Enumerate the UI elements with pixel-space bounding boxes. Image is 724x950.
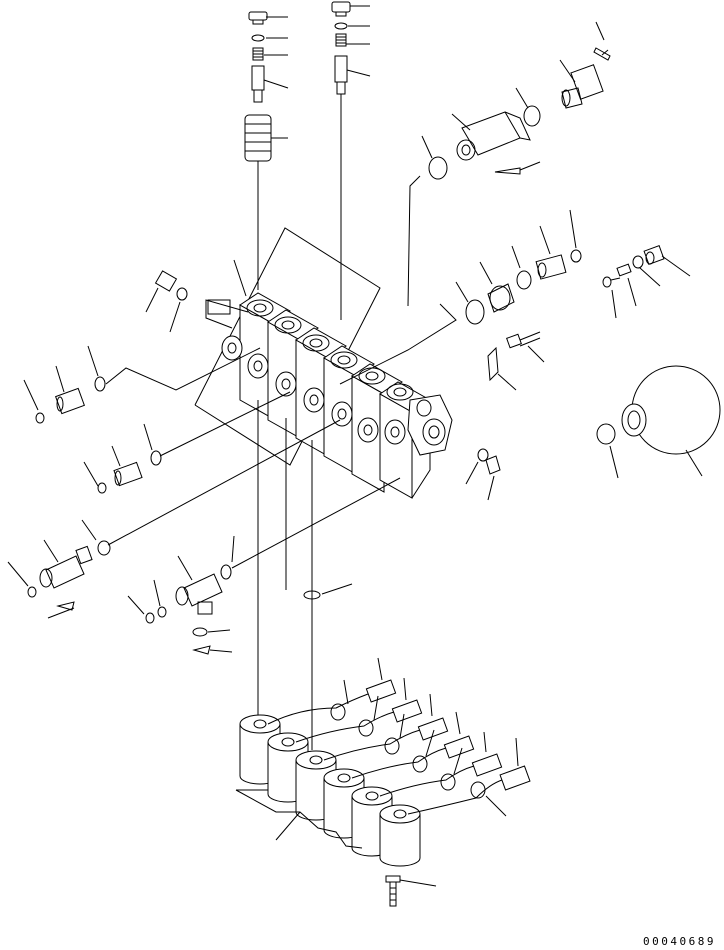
leader-body-left [206,300,248,328]
o-ring-bottom-a [193,628,207,636]
drawing-number: 00040689 [643,935,716,948]
o-ring-left-top [252,35,264,41]
o-ring-right-top [335,23,347,29]
end-block [408,395,452,455]
connector-6 [408,738,530,816]
far-right-fittings [603,246,690,318]
small-spring [617,264,631,276]
pressure-switch-upper [516,22,610,126]
o-ring-elbow-2 [221,565,231,579]
plug-far [644,246,664,265]
o-ring-elbow-1b [28,587,36,597]
o-ring-center [304,591,320,599]
accumulator [597,366,720,478]
o-ring-left-1b [36,413,44,423]
spring-left [253,48,263,60]
left-elbow-2 [128,478,400,654]
left-elbow-1 [8,420,340,618]
left-upper-fitting [146,271,187,332]
clip-bottom [194,646,210,654]
o-ring-elbow-1 [98,541,110,555]
pressure-switch [562,65,603,108]
left-fitting-2 [84,392,290,493]
o-ring-solenoid [429,157,447,179]
left-spool-stack [245,12,288,290]
elbow-fitting-2 [176,574,222,614]
clip [495,168,520,174]
adapter-2 [114,462,142,485]
fitting-right-mid [456,210,581,324]
o-ring-left-upper [177,288,187,300]
connector-2 [296,678,422,742]
piston-stack-left [245,115,271,161]
o-ring-left-1 [95,377,105,391]
connectors [268,658,530,816]
connector-3 [324,694,448,760]
clamp-4 [413,756,427,772]
spool-left [252,66,264,102]
washer-small [594,48,610,60]
clamp-3 [385,738,399,754]
bolt-mid [507,332,540,348]
solenoid-cartridge [422,112,540,179]
small-bolt [603,277,620,287]
o-ring-large-1 [466,300,484,324]
spring-right [336,34,346,46]
solenoid-coil-6 [380,805,420,866]
leader-vert [234,260,246,296]
o-ring-fitting-1 [517,271,531,289]
o-ring-left-2b [98,483,106,493]
elbow-fitting-1 [40,546,92,588]
leader-rear [408,176,420,306]
right-spool-stack [332,2,370,320]
clamp-5 [441,774,455,790]
o-ring-left-2 [151,451,161,465]
plug-left-upper [156,271,177,291]
plug-cap-left [249,12,267,24]
plug-small-body [486,456,500,474]
o-ring-accumulator [597,424,615,444]
o-ring-small-far [633,256,643,268]
connector-5 [380,732,502,796]
plate [488,348,498,380]
o-ring-elbow-2c [146,613,154,623]
clamp-2 [359,720,373,736]
spool-right [335,56,347,94]
o-ring-switch [524,106,540,126]
valve-body [195,228,452,498]
bolt-and-plate [488,332,544,390]
hex-fitting-1 [488,284,514,312]
o-ring-fitting-2 [571,250,581,262]
right-plug-small [466,449,500,500]
bolt-bottom [386,876,436,906]
o-ring-elbow-2b [158,607,166,617]
clip-elbow-1 [58,602,74,610]
solenoid-array [236,680,420,866]
hex-fitting-2 [536,255,566,279]
left-fitting-1 [24,346,260,423]
connector-4 [352,712,474,778]
connector-1 [268,658,396,724]
leader-rear-2 [340,304,456,384]
clamp-1 [331,704,345,720]
adapter-1 [56,388,85,413]
plug-cap-right [332,2,350,16]
o-ring-small-body [478,449,488,461]
side-plate [208,300,230,314]
front-ports [222,336,405,444]
